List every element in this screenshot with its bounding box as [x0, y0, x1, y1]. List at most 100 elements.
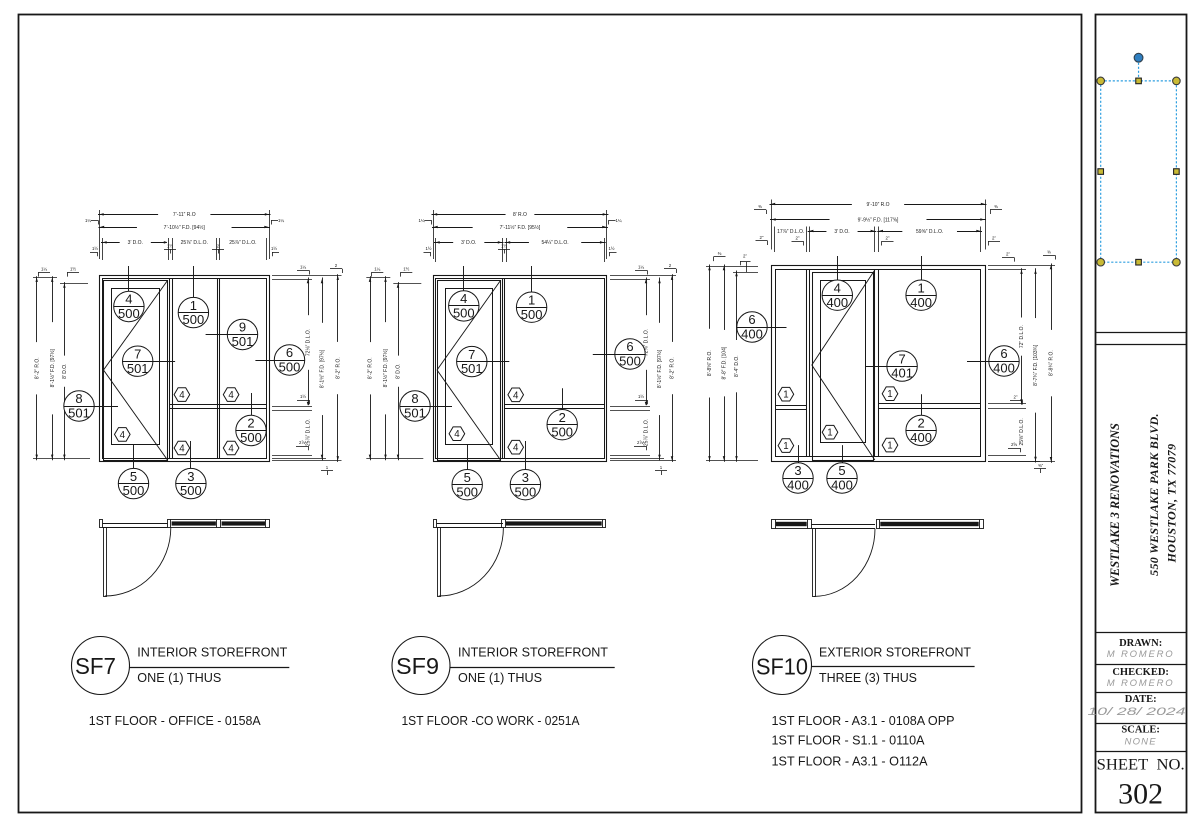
svg-text:1: 1	[783, 441, 788, 452]
svg-text:2”: 2”	[992, 236, 996, 241]
svg-text:ONE (1) THUS: ONE (1) THUS	[458, 670, 542, 685]
svg-text:9’-10” R.O: 9’-10” R.O	[866, 202, 889, 208]
svg-text:8’-4” D.O.: 8’-4” D.O.	[734, 355, 740, 377]
svg-text:4: 4	[513, 390, 519, 401]
svg-text:5: 5	[130, 469, 137, 484]
svg-text:500: 500	[180, 483, 202, 498]
svg-text:DRAWN:: DRAWN:	[1119, 638, 1162, 649]
svg-text:4: 4	[228, 444, 234, 455]
svg-text:8’-2” R.O.: 8’-2” R.O.	[368, 357, 374, 379]
svg-text:2”: 2”	[1006, 252, 1010, 257]
svg-text:INTERIOR STOREFRONT: INTERIOR STOREFRONT	[137, 645, 287, 660]
svg-text:302: 302	[1118, 778, 1163, 811]
svg-text:8: 8	[411, 391, 418, 406]
svg-text:2: 2	[917, 416, 924, 431]
svg-text:1: 1	[528, 292, 535, 307]
svg-text:3: 3	[522, 470, 529, 485]
svg-text:400: 400	[910, 295, 932, 310]
svg-text:17⅞” D.L.O.: 17⅞” D.L.O.	[777, 229, 804, 235]
svg-text:1ST FLOOR - A3.1 - 0108A OPP: 1ST FLOOR - A3.1 - 0108A OPP	[772, 713, 955, 728]
svg-text:1½: 1½	[70, 267, 76, 272]
svg-text:4: 4	[454, 429, 460, 440]
svg-text:7’-10½” F.D. [94½]: 7’-10½” F.D. [94½]	[164, 224, 206, 231]
svg-text:6: 6	[626, 339, 633, 354]
svg-text:4: 4	[513, 443, 519, 454]
svg-text:25⅞” D.L.O.: 25⅞” D.L.O.	[181, 240, 208, 246]
svg-text:8’-7¾” F.D. [103¾]: 8’-7¾” F.D. [103¾]	[1033, 344, 1039, 386]
svg-text:6: 6	[1000, 346, 1007, 361]
svg-text:8’ D.O.: 8’ D.O.	[396, 364, 402, 379]
svg-text:400: 400	[787, 478, 809, 493]
svg-text:NONE: NONE	[1125, 737, 1157, 748]
svg-text:1½: 1½	[608, 246, 614, 251]
svg-text:SF7: SF7	[75, 653, 116, 679]
svg-text:7: 7	[468, 347, 475, 362]
svg-text:M ROMERO: M ROMERO	[1107, 678, 1175, 689]
svg-text:501: 501	[68, 406, 90, 421]
svg-text:⅜”: ⅜”	[1038, 463, 1044, 468]
svg-text:2”: 2”	[1014, 395, 1018, 400]
svg-text:25⅝” D.L.O.: 25⅝” D.L.O.	[1019, 418, 1025, 445]
svg-text:501: 501	[461, 361, 483, 376]
svg-text:8: 8	[75, 391, 82, 406]
svg-text:1¼: 1¼	[418, 218, 424, 223]
svg-text:INTERIOR STOREFRONT: INTERIOR STOREFRONT	[458, 645, 608, 660]
svg-text:4: 4	[179, 390, 185, 401]
svg-text:501: 501	[232, 334, 254, 349]
svg-text:SF9: SF9	[396, 653, 439, 679]
svg-text:5: 5	[464, 470, 471, 485]
svg-text:3: 3	[187, 469, 194, 484]
svg-text:EXTERIOR STOREFRONT: EXTERIOR STOREFRONT	[819, 645, 971, 660]
svg-text:1½: 1½	[638, 394, 644, 399]
svg-text:8’-8⅝” R.O.: 8’-8⅝” R.O.	[707, 350, 713, 376]
svg-text:8’-2” R.O.: 8’-2” R.O.	[34, 357, 40, 379]
svg-text:1: 1	[827, 428, 832, 439]
svg-text:500: 500	[456, 484, 478, 499]
svg-text:3’ D.O.: 3’ D.O.	[128, 240, 143, 246]
svg-text:500: 500	[123, 483, 145, 498]
svg-text:2”: 2”	[796, 236, 800, 241]
svg-text:1¼: 1¼	[41, 267, 47, 272]
svg-text:SHEET NO.: SHEET NO.	[1097, 757, 1185, 774]
svg-text:10/ 28/ 2024: 10/ 28/ 2024	[1088, 706, 1186, 718]
svg-text:2”: 2”	[743, 254, 747, 259]
svg-text:550 WESTLAKE PARK BLVD.: 550 WESTLAKE PARK BLVD.	[1147, 413, 1161, 576]
svg-text:501: 501	[127, 361, 149, 376]
svg-text:1ST FLOOR - OFFICE - 0158A: 1ST FLOOR - OFFICE - 0158A	[89, 713, 261, 728]
svg-text:9: 9	[239, 320, 246, 335]
svg-text:400: 400	[993, 361, 1015, 376]
svg-text:8’-2” R.O.: 8’-2” R.O.	[670, 357, 676, 379]
svg-text:4: 4	[120, 430, 126, 441]
svg-text:500: 500	[183, 312, 205, 327]
svg-text:72⅛” D.L.O.: 72⅛” D.L.O.	[306, 329, 312, 356]
svg-text:1: 1	[887, 389, 892, 400]
svg-text:3: 3	[794, 463, 801, 478]
svg-text:4: 4	[228, 390, 234, 401]
svg-text:8’-2” R.O.: 8’-2” R.O.	[335, 357, 341, 379]
svg-text:1ST FLOOR - S1.1 - 0110A: 1ST FLOOR - S1.1 - 0110A	[772, 733, 925, 748]
svg-text:1: 1	[783, 390, 788, 401]
svg-text:4: 4	[125, 292, 132, 307]
svg-text:⅜: ⅜	[1047, 250, 1051, 255]
svg-text:THREE (3) THUS: THREE (3) THUS	[819, 670, 917, 685]
svg-text:2⅞: 2⅞	[637, 440, 643, 445]
svg-text:1½: 1½	[425, 246, 431, 251]
svg-text:⅜: ⅜	[994, 204, 998, 209]
svg-text:1: 1	[326, 465, 329, 470]
svg-text:8’-1½” F.D. [97½]: 8’-1½” F.D. [97½]	[656, 349, 663, 388]
svg-text:7: 7	[134, 346, 141, 361]
svg-text:1¼: 1¼	[300, 265, 306, 270]
svg-text:1½: 1½	[300, 394, 306, 399]
svg-text:500: 500	[118, 306, 140, 321]
svg-text:⅜: ⅜	[718, 251, 722, 256]
svg-text:4: 4	[834, 280, 841, 295]
svg-text:72” D.L.O.: 72” D.L.O.	[1019, 325, 1025, 348]
svg-text:2: 2	[669, 263, 672, 268]
svg-text:1½: 1½	[403, 267, 409, 272]
svg-text:500: 500	[521, 307, 543, 322]
svg-text:400: 400	[831, 478, 853, 493]
svg-text:2”: 2”	[760, 235, 764, 240]
svg-text:3’ D.O.: 3’ D.O.	[834, 229, 849, 235]
svg-text:500: 500	[240, 430, 262, 445]
svg-text:500: 500	[619, 354, 641, 369]
